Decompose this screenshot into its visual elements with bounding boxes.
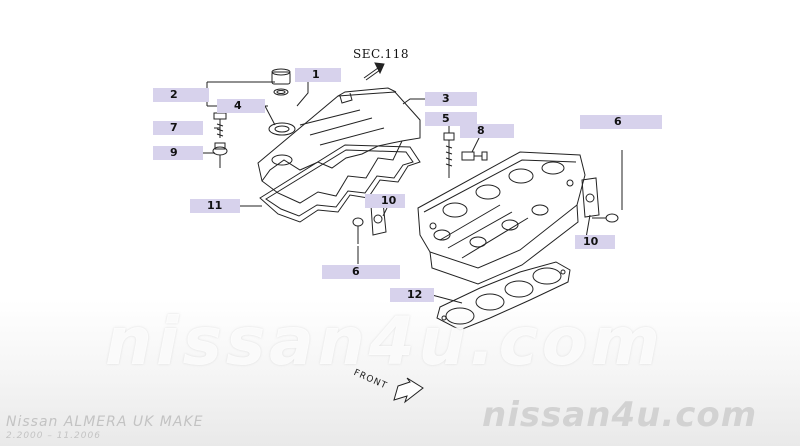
bolt-part-9	[212, 142, 228, 168]
oil-filler-cap	[271, 68, 291, 96]
callout-7: 7	[153, 121, 203, 135]
callout-8: 8	[460, 124, 514, 138]
callout-1: 1	[295, 68, 341, 82]
callout-12: 12	[390, 288, 434, 302]
cylinder-head	[417, 151, 586, 285]
bolt-part-6-left	[352, 217, 364, 244]
callout-6-top: 6	[580, 115, 662, 129]
callout-3: 3	[425, 92, 477, 106]
footer-site: nissan4u.com	[482, 395, 758, 435]
cylinder-head-gasket	[436, 261, 571, 331]
bolt-part-5	[443, 132, 455, 178]
callout-11: 11	[190, 199, 240, 213]
watermark-text: nissan4u.com	[105, 303, 664, 380]
callout-10-left: 10	[365, 194, 405, 208]
rocker-cover	[257, 87, 421, 204]
oil-filler-seal	[268, 122, 296, 136]
bolt-part-6-right	[592, 213, 619, 223]
callout-6-bottom: 6	[322, 265, 400, 279]
callout-4: 4	[217, 99, 265, 113]
section-reference: SEC.118	[353, 47, 409, 61]
rocker-cover-gasket	[259, 144, 421, 223]
section-arrow	[363, 62, 385, 81]
front-arrow	[393, 377, 424, 404]
bolt-part-7	[213, 112, 227, 138]
blanking-plate-right	[581, 177, 600, 218]
callout-9: 9	[153, 146, 203, 160]
footer-model: Nissan ALMERA UK MAKE	[6, 414, 204, 430]
callout-2: 2	[153, 88, 209, 102]
footer-dates: 2.2000 – 11.2006	[6, 431, 101, 441]
leader-lines	[190, 76, 623, 304]
callout-5: 5	[425, 112, 477, 126]
sensor-part-8	[461, 151, 488, 161]
callout-10-right: 10	[575, 235, 615, 249]
